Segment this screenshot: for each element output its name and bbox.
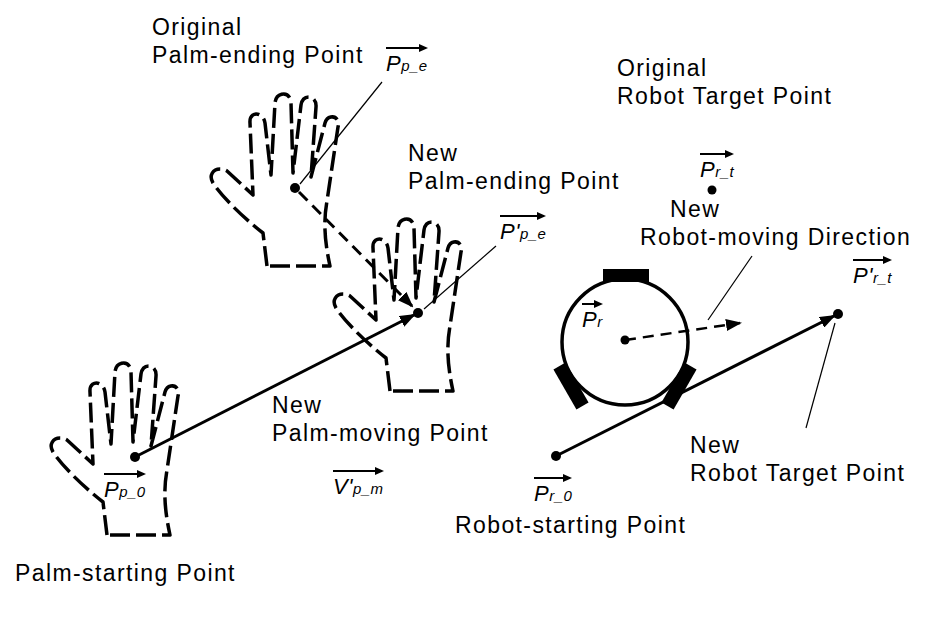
annotation-label: Palm-moving Point [272, 420, 489, 446]
annotation-label: New [690, 432, 740, 458]
leader-line [424, 246, 496, 309]
palm-end-dot [290, 183, 300, 193]
new-target-dot [833, 309, 843, 319]
annotation-label: Robot-moving Direction [640, 224, 911, 250]
original-target-dot [708, 186, 717, 195]
robot-wheel [661, 363, 696, 410]
vector-symbol: Pp_0 [104, 470, 146, 504]
new-palm [334, 219, 461, 391]
vector-symbol: P'r_t [853, 256, 892, 290]
vector-symbol: Pr_t [700, 150, 734, 184]
vector-symbol: Pp_e [386, 44, 428, 78]
annotation-label: Palm-starting Point [15, 560, 236, 586]
annotation-label: Palm-ending Point [408, 168, 620, 194]
annotation-label: New [408, 140, 458, 166]
vector-symbol: P'p_e [500, 212, 546, 246]
robot-wheel [603, 269, 649, 282]
original-palm [211, 94, 338, 266]
annotation-label: New [272, 392, 322, 418]
annotation-label: New [670, 196, 720, 222]
leader-line [708, 256, 752, 320]
leader-line [806, 323, 835, 428]
vector-symbol: Pr_0 [534, 474, 572, 508]
annotation-label: Robot Target Point [617, 83, 832, 109]
palm-correction-arrow [299, 192, 412, 306]
robot-wheel [553, 363, 588, 410]
vector-symbol: Pr [582, 300, 603, 334]
robot-direction-arrow [625, 323, 740, 340]
annotation-label: Original [152, 14, 242, 40]
new-palm-end-dot [413, 308, 423, 318]
annotation-label: Robot-starting Point [455, 512, 686, 538]
leader-line [300, 82, 382, 184]
robot-body [562, 279, 688, 405]
vector-symbol: V'p_m [333, 467, 384, 501]
annotation-label: Robot Target Point [690, 460, 905, 486]
annotation-label: Palm-ending Point [152, 42, 364, 68]
annotation-label: Original [617, 55, 707, 81]
start-palm [51, 363, 178, 535]
